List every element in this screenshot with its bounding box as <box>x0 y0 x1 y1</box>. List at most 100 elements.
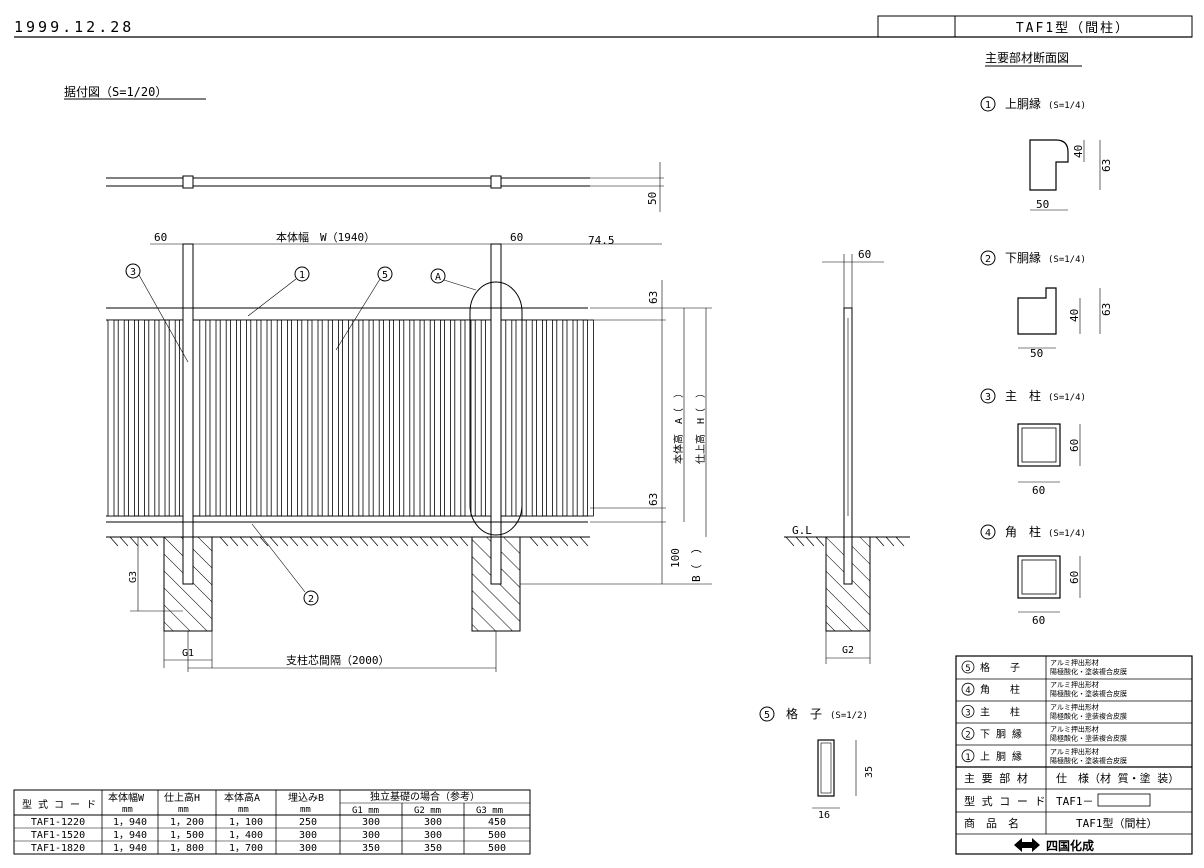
ground-tick <box>109 536 119 547</box>
spec-col-h: 仕上高H <box>164 791 200 804</box>
spec-value-cell: 350 <box>424 843 442 854</box>
parts-header-left: 主 要 部 材 <box>964 771 1028 785</box>
part-number-circle <box>961 749 975 763</box>
section-2-scale: (S=1/4) <box>1048 255 1086 265</box>
ground-level-label: G.L <box>792 524 812 537</box>
picket-bar <box>566 319 574 517</box>
spec-value-cell: 500 <box>488 830 506 841</box>
ground-tick <box>389 536 399 547</box>
picket-bar <box>546 319 553 517</box>
section-2: 2 下胴縁 (S=1/4) 50 40 63 <box>980 250 1113 360</box>
install-drawing: 据付図（S=1/20） 50 60 本体幅 W（1940） 60 74.5 <box>64 85 712 672</box>
picket-bar <box>474 319 482 517</box>
spec-unit-a: mm <box>238 805 249 815</box>
picket-bar <box>219 319 227 517</box>
ground-tick <box>239 536 249 547</box>
section-3-height: 60 <box>1068 439 1081 452</box>
dim-60-right: 60 <box>510 231 523 244</box>
ground-tick <box>795 536 805 547</box>
section-2-h63: 63 <box>1100 303 1113 316</box>
dim-100: 100 <box>669 548 682 568</box>
ground-tick <box>369 536 379 547</box>
picket-bar <box>372 319 380 517</box>
spec-col-g1: G1 mm <box>352 806 379 816</box>
picket-bar <box>382 319 390 517</box>
ground-tick <box>279 536 289 547</box>
spec-value-cell: 1，500 <box>170 830 204 841</box>
section-3: 3 主 柱 (S=1/4) 60 60 <box>980 388 1086 497</box>
spec-value-cell: 1，800 <box>170 843 204 854</box>
dim-body-height: 本体高 A（ ） <box>672 388 685 464</box>
ground-tick <box>289 536 299 547</box>
part-spec-material: アルミ押出形材 <box>1050 725 1099 734</box>
part-number-circle <box>961 705 975 718</box>
section-title: 主要部材断面図 <box>985 50 1069 65</box>
spec-value-cell: 1，400 <box>229 830 263 841</box>
part-name: 下 胴 縁 <box>980 728 1022 741</box>
section-2-width: 50 <box>1030 347 1043 360</box>
picket-bar <box>291 319 299 517</box>
section-5-height: 35 <box>864 766 875 778</box>
picket-bar <box>433 319 441 517</box>
spec-col-a: 本体高A <box>224 791 260 804</box>
picket-bar <box>199 319 207 517</box>
ground-tick <box>895 536 905 547</box>
picket-bar <box>311 319 319 517</box>
side-dim-G2: G2 <box>842 645 854 656</box>
section-2-h40: 40 <box>1068 309 1081 322</box>
section-1-label: 上胴縁 <box>1005 96 1041 111</box>
spec-code-cell: TAF1-1520 <box>31 830 85 841</box>
callout-A: A <box>435 272 441 283</box>
spec-col-g2: G2 mm <box>414 806 441 816</box>
picket-bar <box>505 319 513 517</box>
picket-bar <box>393 319 401 517</box>
ground-tick <box>805 536 815 547</box>
picket-bar <box>127 319 135 517</box>
spec-value-cell: 300 <box>362 817 380 828</box>
ground-tick <box>875 536 885 547</box>
spec-value-cell: 250 <box>299 817 317 828</box>
section-1-width: 50 <box>1036 198 1049 211</box>
install-title: 据付図（S=1/20） <box>64 85 167 99</box>
section-2-number: 2 <box>985 254 991 265</box>
spec-code-cell: TAF1-1220 <box>31 817 85 828</box>
ground-tick <box>349 536 359 547</box>
picket-bar <box>403 319 411 517</box>
picket-bar <box>342 319 350 517</box>
spec-value-cell: 1，100 <box>229 817 263 828</box>
dim-50: 50 <box>646 192 659 205</box>
product-value: TAF1型（間柱） <box>1076 816 1158 830</box>
ground-tick <box>219 536 229 547</box>
picket-bar <box>240 319 248 517</box>
picket-bar <box>423 319 431 517</box>
section-3-scale: (S=1/4) <box>1048 393 1086 403</box>
picket-bar <box>464 319 472 517</box>
picket-bar <box>138 319 146 517</box>
picket-bar <box>362 319 370 517</box>
ground-tick <box>529 536 539 547</box>
picket-bar <box>250 319 258 517</box>
part-spec-material: アルミ押出形材 <box>1050 747 1099 756</box>
dim-embed-B: B（ ） <box>690 542 703 582</box>
section-2-label: 下胴縁 <box>1005 250 1041 265</box>
callout-3: 3 <box>130 267 136 278</box>
part-number-circle <box>961 727 975 740</box>
ground-tick <box>569 536 579 547</box>
picket-bar <box>158 319 166 517</box>
dim-finish-height: 仕上高 H（ ） <box>694 388 707 464</box>
dim-G3: G3 <box>128 571 139 583</box>
dim-width: 本体幅 W（1940） <box>276 230 375 244</box>
title-bar: 1999.12.28 TAF1型（間柱） <box>14 15 1193 38</box>
picket-bar <box>148 319 156 517</box>
ground-tick <box>579 536 589 547</box>
spec-value-cell: 1，700 <box>229 843 263 854</box>
code-label: 型 式 コ ー ド <box>964 794 1046 808</box>
part-name: 角 柱 <box>980 683 1020 696</box>
section-4-number: 4 <box>985 528 991 539</box>
callout-1: 1 <box>299 270 305 281</box>
spec-col-b: 埋込みB <box>288 792 324 804</box>
picket-bar <box>515 319 523 517</box>
ground-tick <box>309 536 319 547</box>
ground-tick <box>399 536 409 547</box>
spec-col-code: 型 式 コ ー ド <box>22 798 96 811</box>
